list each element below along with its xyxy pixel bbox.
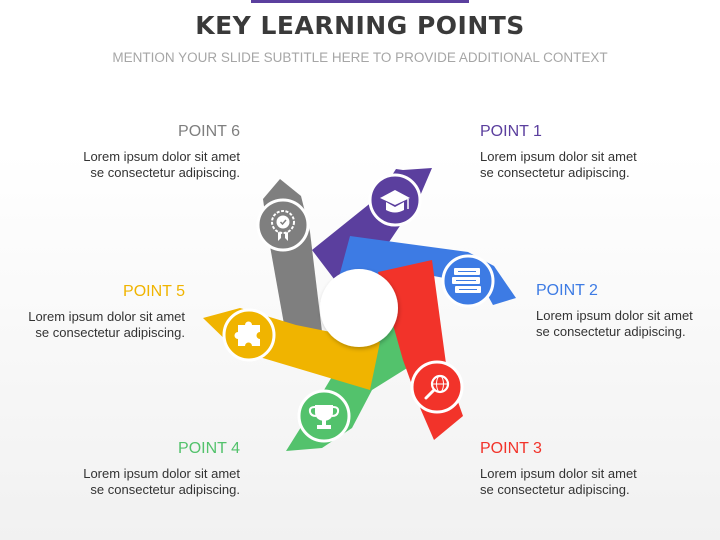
point-1-desc-line1: Lorem ipsum dolor sit amet [480,149,637,164]
point-6-desc-line1: Lorem ipsum dolor sit amet [83,149,240,164]
slide-subtitle: MENTION YOUR SLIDE SUBTITLE HERE TO PROV… [112,50,608,65]
point-3-desc-line2: se consectetur adipiscing. [480,482,630,497]
point-5-label: POINT 5 [123,283,185,300]
point-4-text: POINT 4 Lorem ipsum dolor sit amet se co… [0,440,240,498]
books-icon [441,254,495,308]
point-2-label: POINT 2 [536,282,598,299]
globe-search-icon [410,360,464,414]
point-5-desc-line2: se consectetur adipiscing. [35,325,185,340]
point-5-text: POINT 5 Lorem ipsum dolor sit amet se co… [0,283,185,341]
puzzle-icon [222,308,276,362]
point-2-text: POINT 2 Lorem ipsum dolor sit amet se co… [536,282,720,340]
graduation-cap-icon [368,173,422,227]
point-6-desc-line2: se consectetur adipiscing. [90,165,240,180]
point-6-label: POINT 6 [178,123,240,140]
award-badge-icon [256,198,310,252]
point-5-desc-line1: Lorem ipsum dolor sit amet [28,309,185,324]
trophy-icon [297,389,351,443]
center-circle [320,269,398,347]
point-4-label: POINT 4 [178,440,240,457]
point-1-text: POINT 1 Lorem ipsum dolor sit amet se co… [480,123,720,181]
top-accent-bar [251,0,469,3]
point-4-desc-line2: se consectetur adipiscing. [90,482,240,497]
point-2-desc-line2: se consectetur adipiscing. [536,324,686,339]
point-3-desc-line1: Lorem ipsum dolor sit amet [480,466,637,481]
point-6-text: POINT 6 Lorem ipsum dolor sit amet se co… [0,123,240,181]
point-3-label: POINT 3 [480,440,542,457]
point-1-label: POINT 1 [480,123,542,140]
point-2-desc-line1: Lorem ipsum dolor sit amet [536,308,693,323]
point-4-desc-line1: Lorem ipsum dolor sit amet [83,466,240,481]
point-3-text: POINT 3 Lorem ipsum dolor sit amet se co… [480,440,720,498]
slide-title: KEY LEARNING POINTS [195,11,525,40]
point-1-desc-line2: se consectetur adipiscing. [480,165,630,180]
